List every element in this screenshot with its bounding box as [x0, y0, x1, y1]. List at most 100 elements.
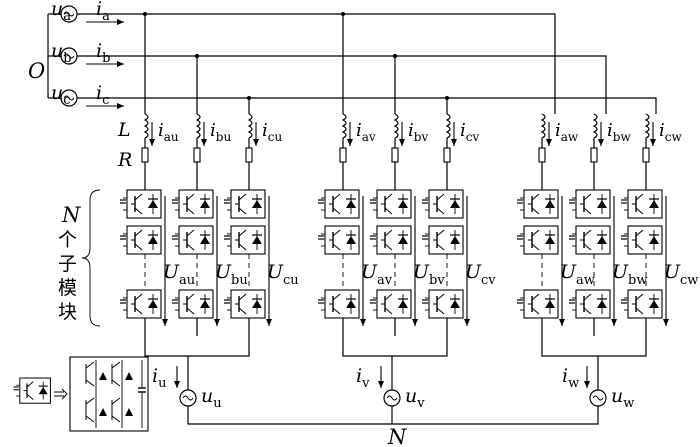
- output-current-label-w: iw: [562, 365, 579, 391]
- arm-voltage-label-au: Uau: [163, 261, 195, 288]
- output-current-label-v: iv: [356, 365, 370, 391]
- inductor-icon: [195, 113, 201, 139]
- arm-current-label-bv: ibv: [408, 120, 428, 144]
- arm-voltage-label-aw: Uaw: [560, 261, 595, 288]
- source-voltage-c-label: uc: [51, 82, 71, 108]
- resistor-icon: [193, 147, 201, 163]
- source-current-a-label: ia: [96, 0, 110, 24]
- submodule-icon: [223, 189, 266, 219]
- submodule-icon: [317, 225, 360, 255]
- submodule-icon: [171, 189, 214, 219]
- resistor-icon: [391, 147, 399, 163]
- inductor-label: L: [117, 119, 131, 141]
- inductor-icon: [540, 113, 546, 139]
- submodule-equivalent-legend: [12, 356, 149, 432]
- submodule-icon: [516, 189, 559, 219]
- arm-current-label-cu: icu: [262, 120, 282, 144]
- submodule-count-n: N: [61, 203, 81, 227]
- inductor-icon: [393, 113, 399, 139]
- phase-c-line: [77, 97, 657, 114]
- submodule-icon: [568, 225, 611, 255]
- neutral-n-bus: [187, 412, 599, 425]
- submodule-icon: [421, 189, 464, 219]
- arm-voltage-label-bu: Ubu: [215, 261, 248, 288]
- ac-source-icon: [179, 389, 197, 407]
- submodule-icon: [369, 225, 412, 255]
- converter-arms: iauUauibuUbuicuUcuiuuuiavUavibvUbvicvUcv…: [119, 12, 698, 412]
- submodule-char-3: 模: [58, 277, 77, 299]
- arm-current-label-av: iav: [356, 120, 376, 144]
- inductor-icon: [644, 113, 650, 139]
- neutral-o-label: O: [28, 59, 45, 83]
- arm-current-label-bu: ibu: [210, 120, 231, 144]
- submodule-icon: [568, 289, 611, 319]
- submodule-icon: [119, 289, 162, 319]
- submodule-icon: [119, 225, 162, 255]
- source-voltage-b-label: ub: [51, 40, 72, 66]
- arm-current-label-bw: ibw: [607, 120, 631, 144]
- resistor-icon: [538, 147, 546, 163]
- submodule-char-2: 子: [58, 253, 77, 275]
- arm-voltage-label-cu: Ucu: [267, 261, 299, 288]
- phase-a-line: [77, 13, 556, 114]
- phase-b-line: [77, 55, 607, 114]
- submodule-icon: [119, 189, 162, 219]
- inductor-icon: [143, 113, 149, 139]
- source-section: ua ia ub ib uc ic O: [28, 0, 657, 114]
- submodule-icon: [516, 289, 559, 319]
- arm-current-label-cw: icw: [659, 120, 682, 144]
- submodule-icon: [421, 225, 464, 255]
- submodule-icon: [317, 189, 360, 219]
- arm-collector: [144, 336, 250, 357]
- submodule-icon: [223, 289, 266, 319]
- arm-current-label-cv: icv: [460, 120, 479, 144]
- submodule-icon: [620, 225, 663, 255]
- submodule-icon: [12, 377, 52, 404]
- arm-voltage-label-bw: Ubw: [612, 261, 647, 288]
- arm-current-label-aw: iaw: [555, 120, 579, 144]
- submodule-count-label: N 个 子 模 块: [58, 189, 101, 327]
- submodule-icon: [620, 289, 663, 319]
- arm-voltage-label-bv: Ubv: [413, 261, 445, 288]
- submodule-icon: [369, 289, 412, 319]
- submodule-icon: [171, 225, 214, 255]
- resistor-icon: [443, 147, 451, 163]
- inductor-icon: [247, 113, 253, 139]
- output-current-label-u: iu: [152, 365, 166, 391]
- arm-current-label-au: iau: [158, 120, 179, 144]
- arm-voltage-label-cw: Ucw: [664, 261, 698, 288]
- submodule-icon: [516, 225, 559, 255]
- submodule-icon: [171, 289, 214, 319]
- submodule-icon: [620, 189, 663, 219]
- inductor-icon: [445, 113, 451, 139]
- ac-source-icon: [589, 389, 607, 407]
- equivalence-arrow-icon: [54, 388, 68, 400]
- resistor-icon: [245, 147, 253, 163]
- source-voltage-a-label: ua: [51, 0, 71, 24]
- submodule-icon: [568, 189, 611, 219]
- source-current-b-label: ib: [96, 40, 110, 66]
- output-voltage-label-w: uw: [611, 385, 634, 411]
- source-current-c-label: ic: [96, 82, 109, 108]
- ac-source-icon: [60, 47, 78, 65]
- submodule-icon: [369, 189, 412, 219]
- submodule-icon: [223, 225, 266, 255]
- arm-collector: [541, 336, 647, 357]
- resistor-icon: [642, 147, 650, 163]
- resistor-label: R: [117, 149, 132, 171]
- submodule-brace: [81, 189, 101, 327]
- ac-source-icon: [383, 389, 401, 407]
- inductor-icon: [592, 113, 598, 139]
- output-voltage-label-v: uv: [405, 385, 425, 411]
- resistor-icon: [141, 147, 149, 163]
- output-voltage-label-u: uu: [201, 385, 222, 411]
